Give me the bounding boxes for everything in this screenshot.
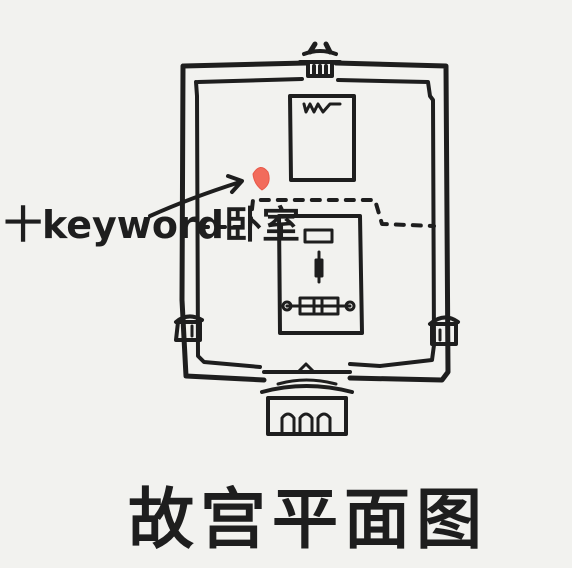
map-title: 故宫平面图 (128, 481, 488, 558)
north-gate-icon (298, 41, 342, 78)
rear-hall (288, 94, 356, 182)
annotation-arrow (148, 174, 244, 218)
annotation-label: 十keyword卧室 (4, 203, 300, 247)
south-gate-icon (260, 362, 354, 436)
outer-court (277, 214, 364, 335)
west-watchtower-icon (174, 314, 204, 342)
court-divider-line (198, 198, 436, 229)
east-watchtower-icon (428, 315, 460, 346)
bedroom-location-marker (252, 167, 270, 191)
